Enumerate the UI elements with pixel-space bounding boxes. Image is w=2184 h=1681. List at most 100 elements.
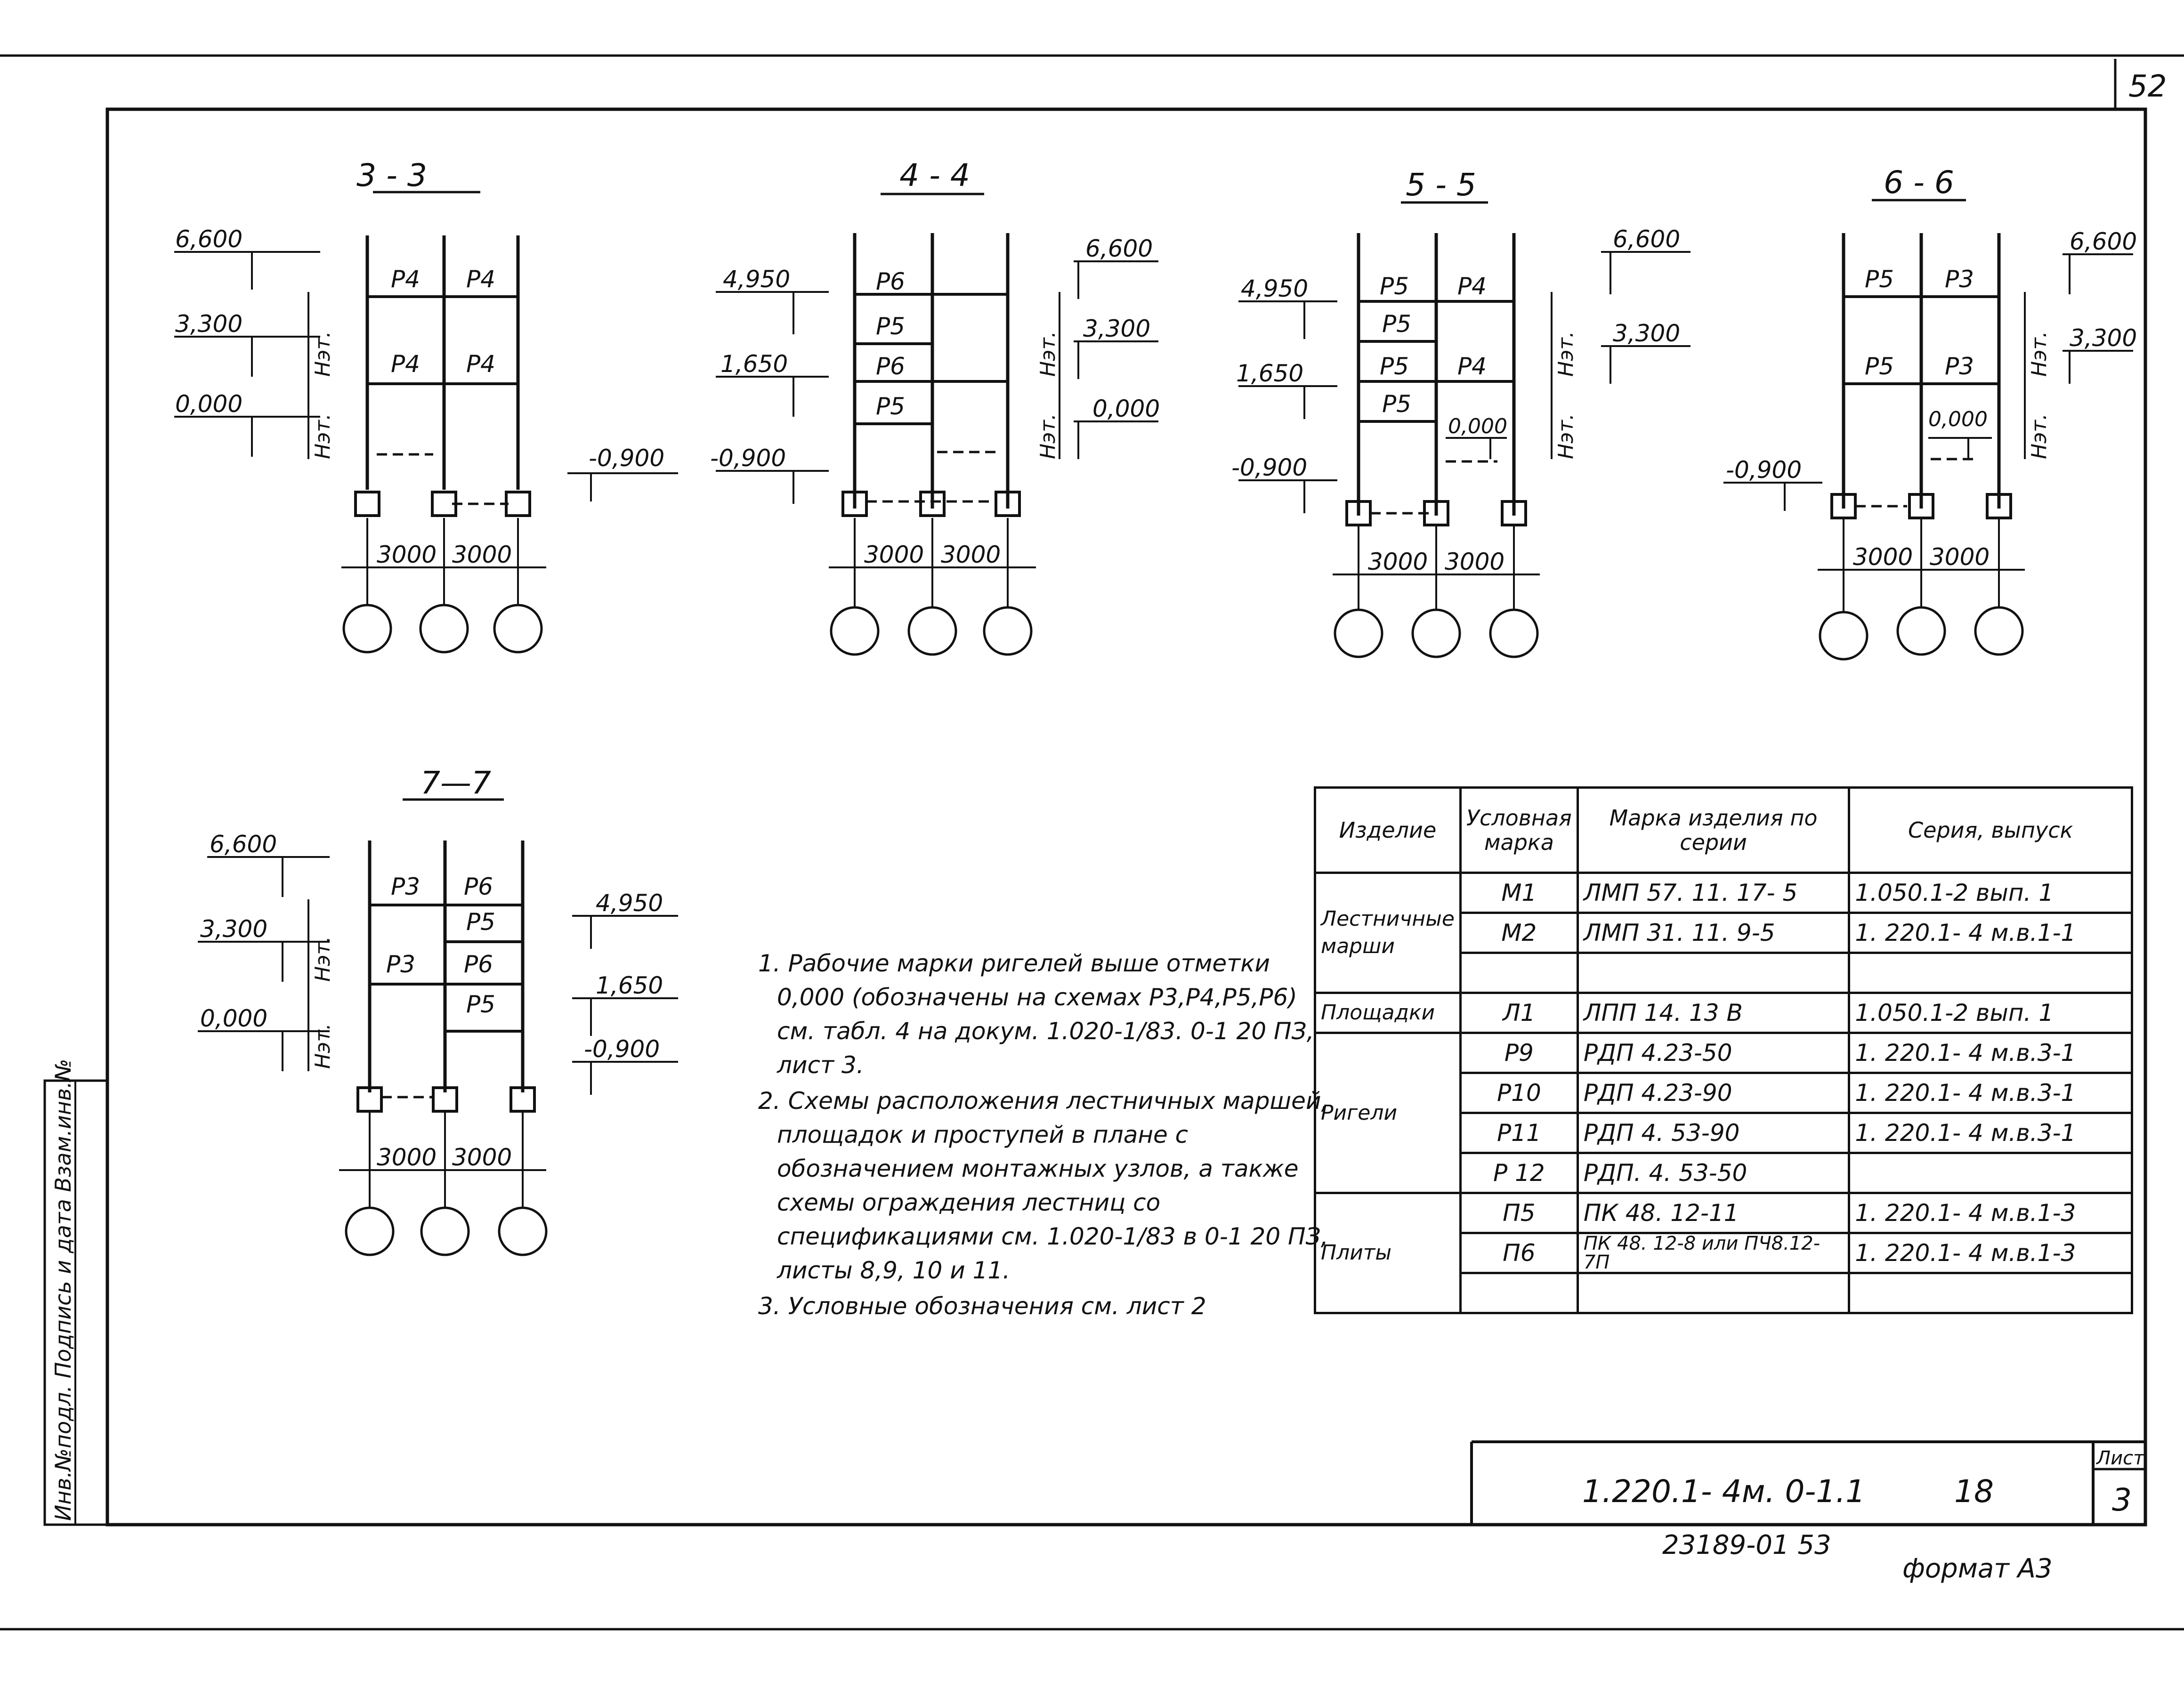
column-header: Условная марка [1459, 786, 1579, 874]
level-label: 6,600 [1085, 235, 1153, 262]
level-label: 4,950 [596, 889, 663, 917]
beam-label: Р5 [1380, 273, 1409, 300]
table-cell: Р9 [1459, 1032, 1579, 1074]
table-cell: Р11 [1459, 1112, 1579, 1154]
level-label: 3,300 [1613, 320, 1680, 347]
level-label: 0,000 [1448, 414, 1507, 438]
height-label: Нэт. [311, 936, 335, 982]
height-label: Нэт. [311, 413, 335, 459]
notes-block: 1. Рабочие марки ригелей выше отметки 0,… [758, 946, 1337, 1325]
level-label: 0,000 [1928, 407, 1988, 431]
height-label: Нэт. [311, 331, 335, 377]
level-label: 3,300 [175, 310, 243, 338]
beam-label: Р5 [1865, 266, 1894, 293]
height-label: Нэт. [1036, 331, 1060, 377]
level-label: -0,900 [1231, 454, 1307, 481]
corner-page-number: 52 [2128, 69, 2167, 104]
beam-label: Р4 [1457, 353, 1487, 380]
side-stamp-text: Инв.№подл. Подпись и дата Взам.инв.№ [50, 1059, 76, 1521]
table-row: Площадки Л1 ЛПП 14. 13 В 1.050.1-2 вып. … [1314, 992, 2133, 1034]
level-label: 6,600 [175, 226, 243, 253]
beam-label: Р5 [1382, 310, 1411, 338]
table-row: Лестничные марши М1 ЛМП 57. 11. 17- 5 1.… [1314, 872, 2133, 994]
table-cell: ЛПП 14. 13 В [1576, 992, 1851, 1034]
height-label: Нэт. [2027, 413, 2051, 459]
level-label: 1,650 [1236, 360, 1303, 387]
table-cell [1848, 1272, 2133, 1314]
table-row: М2 ЛМП 31. 11. 9-5 1. 220.1- 4 м.в.1-1 [1315, 912, 2133, 954]
table-cell: 1. 220.1- 4 м.в.1-3 [1848, 1232, 2133, 1274]
span-label: 3000 [941, 541, 1001, 568]
beam-label: Р5 [1382, 390, 1411, 418]
section-title: 4 - 4 [899, 157, 970, 194]
table-cell: РДП 4.23-90 [1576, 1072, 1851, 1114]
level-label: 6,600 [2070, 228, 2137, 255]
section-3-3: 3 - 3 6,600 3,300 0,000 -0,900 Р4 Р4 Р4 … [174, 157, 678, 654]
section-4-4: 4 - 4 4,950 1,650 -0,900 6,600 3,300 0,0… [710, 157, 1160, 656]
table-row [1315, 952, 2133, 994]
span-label: 3000 [1930, 543, 1990, 571]
column-header: Марка изделия по серии [1576, 786, 1851, 874]
table-row: Р10 РДП 4.23-90 1. 220.1- 4 м.в.3-1 [1315, 1072, 2133, 1114]
table-cell [1576, 952, 1851, 994]
table-row: П6 ПК 48. 12-8 или ПЧ8.12-7П 1. 220.1- 4… [1315, 1232, 2133, 1274]
beam-label: Р3 [1945, 266, 1974, 293]
table-cell: П5 [1459, 1192, 1579, 1234]
span-label: 3000 [1368, 548, 1428, 575]
beam-label: Р5 [1380, 353, 1409, 380]
table-cell: РДП. 4. 53-50 [1576, 1152, 1851, 1194]
beam-label: Р3 [386, 951, 415, 978]
table-cell: ЛМП 31. 11. 9-5 [1576, 912, 1851, 954]
table-cell: Р 12 [1459, 1152, 1579, 1194]
table-row: Р 12 РДП. 4. 53-50 [1315, 1152, 2133, 1194]
table-row: Плиты П5 ПК 48. 12-11 1. 220.1- 4 м.в.1-… [1314, 1192, 2133, 1314]
beam-label: Р6 [876, 268, 905, 295]
table-cell: Лестничные марши [1314, 872, 1462, 994]
beam-label: Р5 [876, 393, 905, 420]
table-header-row: Изделие Условная марка Марка изделия по … [1314, 786, 2133, 874]
beam-label: Р3 [1945, 353, 1974, 380]
table-cell: РДП 4. 53-90 [1576, 1112, 1851, 1154]
list-number: 3 [2112, 1482, 2132, 1518]
list-label: Лист [2095, 1447, 2145, 1469]
level-label: -0,900 [710, 444, 786, 472]
height-label: Нэт. [311, 1023, 335, 1069]
table-cell [1848, 1152, 2133, 1194]
drawing-frame [105, 107, 2147, 1527]
level-label: 3,300 [2070, 324, 2137, 352]
table-cell: М2 [1459, 912, 1579, 954]
span-label: 3000 [864, 541, 924, 568]
table-cell: Р10 [1459, 1072, 1579, 1114]
table-cell: 1. 220.1- 4 м.в.1-3 [1848, 1192, 2133, 1234]
beam-label: Р4 [391, 350, 420, 378]
height-label: Нэт. [1036, 413, 1060, 459]
note-item: 1. Рабочие марки ригелей выше отметки 0,… [758, 950, 1314, 1079]
table-cell: Л1 [1459, 992, 1579, 1034]
note-item: 2. Схемы расположения лестничных маршей,… [758, 1087, 1329, 1284]
beam-label: Р4 [391, 266, 420, 293]
level-label: 3,300 [1083, 315, 1150, 342]
beam-label: Р4 [466, 350, 495, 378]
table-cell: 1. 220.1- 4 м.в.3-1 [1848, 1072, 2133, 1114]
level-label: -0,900 [589, 444, 664, 472]
span-label: 3000 [452, 541, 512, 568]
beam-label: Р3 [391, 873, 420, 900]
note-item: 3. Условные обозначения см. лист 2 [758, 1293, 1206, 1320]
level-label: 0,000 [1092, 395, 1160, 422]
table-cell: Площадки [1314, 992, 1462, 1034]
section-title: 6 - 6 [1884, 164, 1954, 201]
level-label: 4,950 [1241, 275, 1308, 302]
table-cell: 1. 220.1- 4 м.в.3-1 [1848, 1032, 2133, 1074]
table-cell [1576, 1272, 1851, 1314]
height-label: Нэт. [1554, 331, 1578, 377]
beam-label: Р5 [466, 908, 495, 936]
table-cell: 1. 220.1- 4 м.в.1-1 [1848, 912, 2133, 954]
span-label: 3000 [452, 1144, 512, 1171]
span-label: 3000 [1445, 548, 1505, 575]
table-row: Ригели Р9 РДП 4.23-50 1. 220.1- 4 м.в.3-… [1314, 1032, 2133, 1194]
beam-label: Р6 [464, 873, 493, 900]
beam-label: Р5 [466, 991, 495, 1018]
level-label: 0,000 [200, 1005, 267, 1032]
span-label: 3000 [1853, 543, 1913, 571]
